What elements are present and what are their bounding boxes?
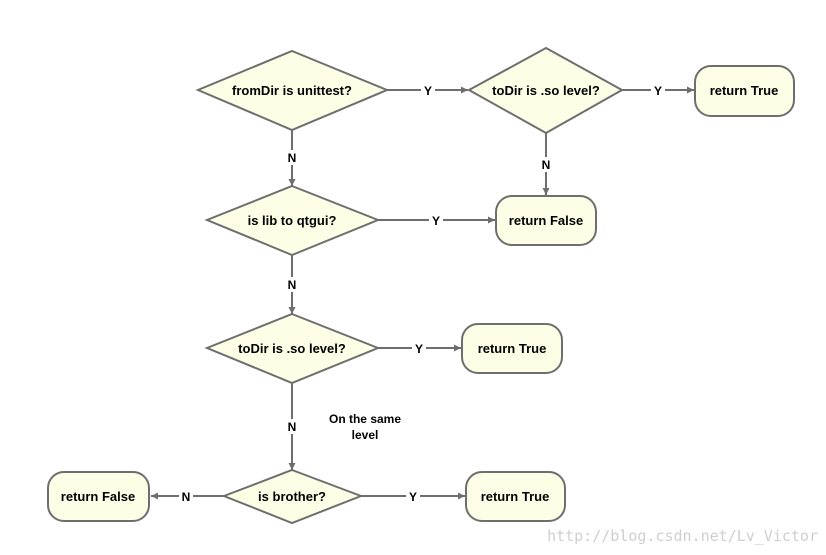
decision-node-d3: is lib to qtgui? xyxy=(204,184,381,257)
decision-node-d2: toDir is .so level? xyxy=(466,46,625,135)
watermark-text: http://blog.csdn.net/Lv_Victor xyxy=(547,527,818,545)
terminal-label-r4: return False xyxy=(61,489,135,504)
terminal-node-r4: return False xyxy=(47,471,150,522)
decision-label-d4: toDir is .so level? xyxy=(238,341,346,356)
decision-node-d1: fromDir is unittest? xyxy=(195,49,390,132)
terminal-label-r2: return False xyxy=(509,213,583,228)
annotation-line-2: level xyxy=(352,428,379,442)
edge-label-d4-d5: N xyxy=(288,420,297,434)
edge-label-d1-d2: Y xyxy=(424,84,432,98)
decision-label-d2: toDir is .so level? xyxy=(492,83,600,98)
annotation-same-level: On the same level xyxy=(329,412,401,442)
edges xyxy=(151,86,694,500)
terminal-label-r5: return True xyxy=(481,489,550,504)
terminal-node-r1: return True xyxy=(694,65,795,117)
edge-label-d5-r5: Y xyxy=(409,490,417,504)
edge-label-d5-r4: N xyxy=(182,490,191,504)
decision-label-d1: fromDir is unittest? xyxy=(232,83,352,98)
annotation-line-1: On the same xyxy=(329,412,401,426)
edge-label-d3-d4: N xyxy=(288,278,297,292)
decision-label-d3: is lib to qtgui? xyxy=(248,213,337,228)
decision-node-d5: is brother? xyxy=(221,468,364,525)
terminal-label-r3: return True xyxy=(478,341,547,356)
terminal-node-r3: return True xyxy=(461,323,563,374)
terminal-node-r2: return False xyxy=(495,195,597,246)
edge-label-d2-r2: N xyxy=(542,158,551,172)
edge-label-d4-r3: Y xyxy=(415,342,423,356)
edge-label-d1-d3: N xyxy=(288,151,297,165)
terminal-label-r1: return True xyxy=(710,83,779,98)
edge-label-d2-r1: Y xyxy=(654,84,662,98)
decision-node-d4: toDir is .so level? xyxy=(204,312,381,385)
decision-label-d5: is brother? xyxy=(258,489,326,504)
edge-label-d3-r2: Y xyxy=(432,214,440,228)
edge-labels: Y Y N N Y N Y N N Y xyxy=(179,83,665,504)
terminal-node-r5: return True xyxy=(465,471,566,522)
